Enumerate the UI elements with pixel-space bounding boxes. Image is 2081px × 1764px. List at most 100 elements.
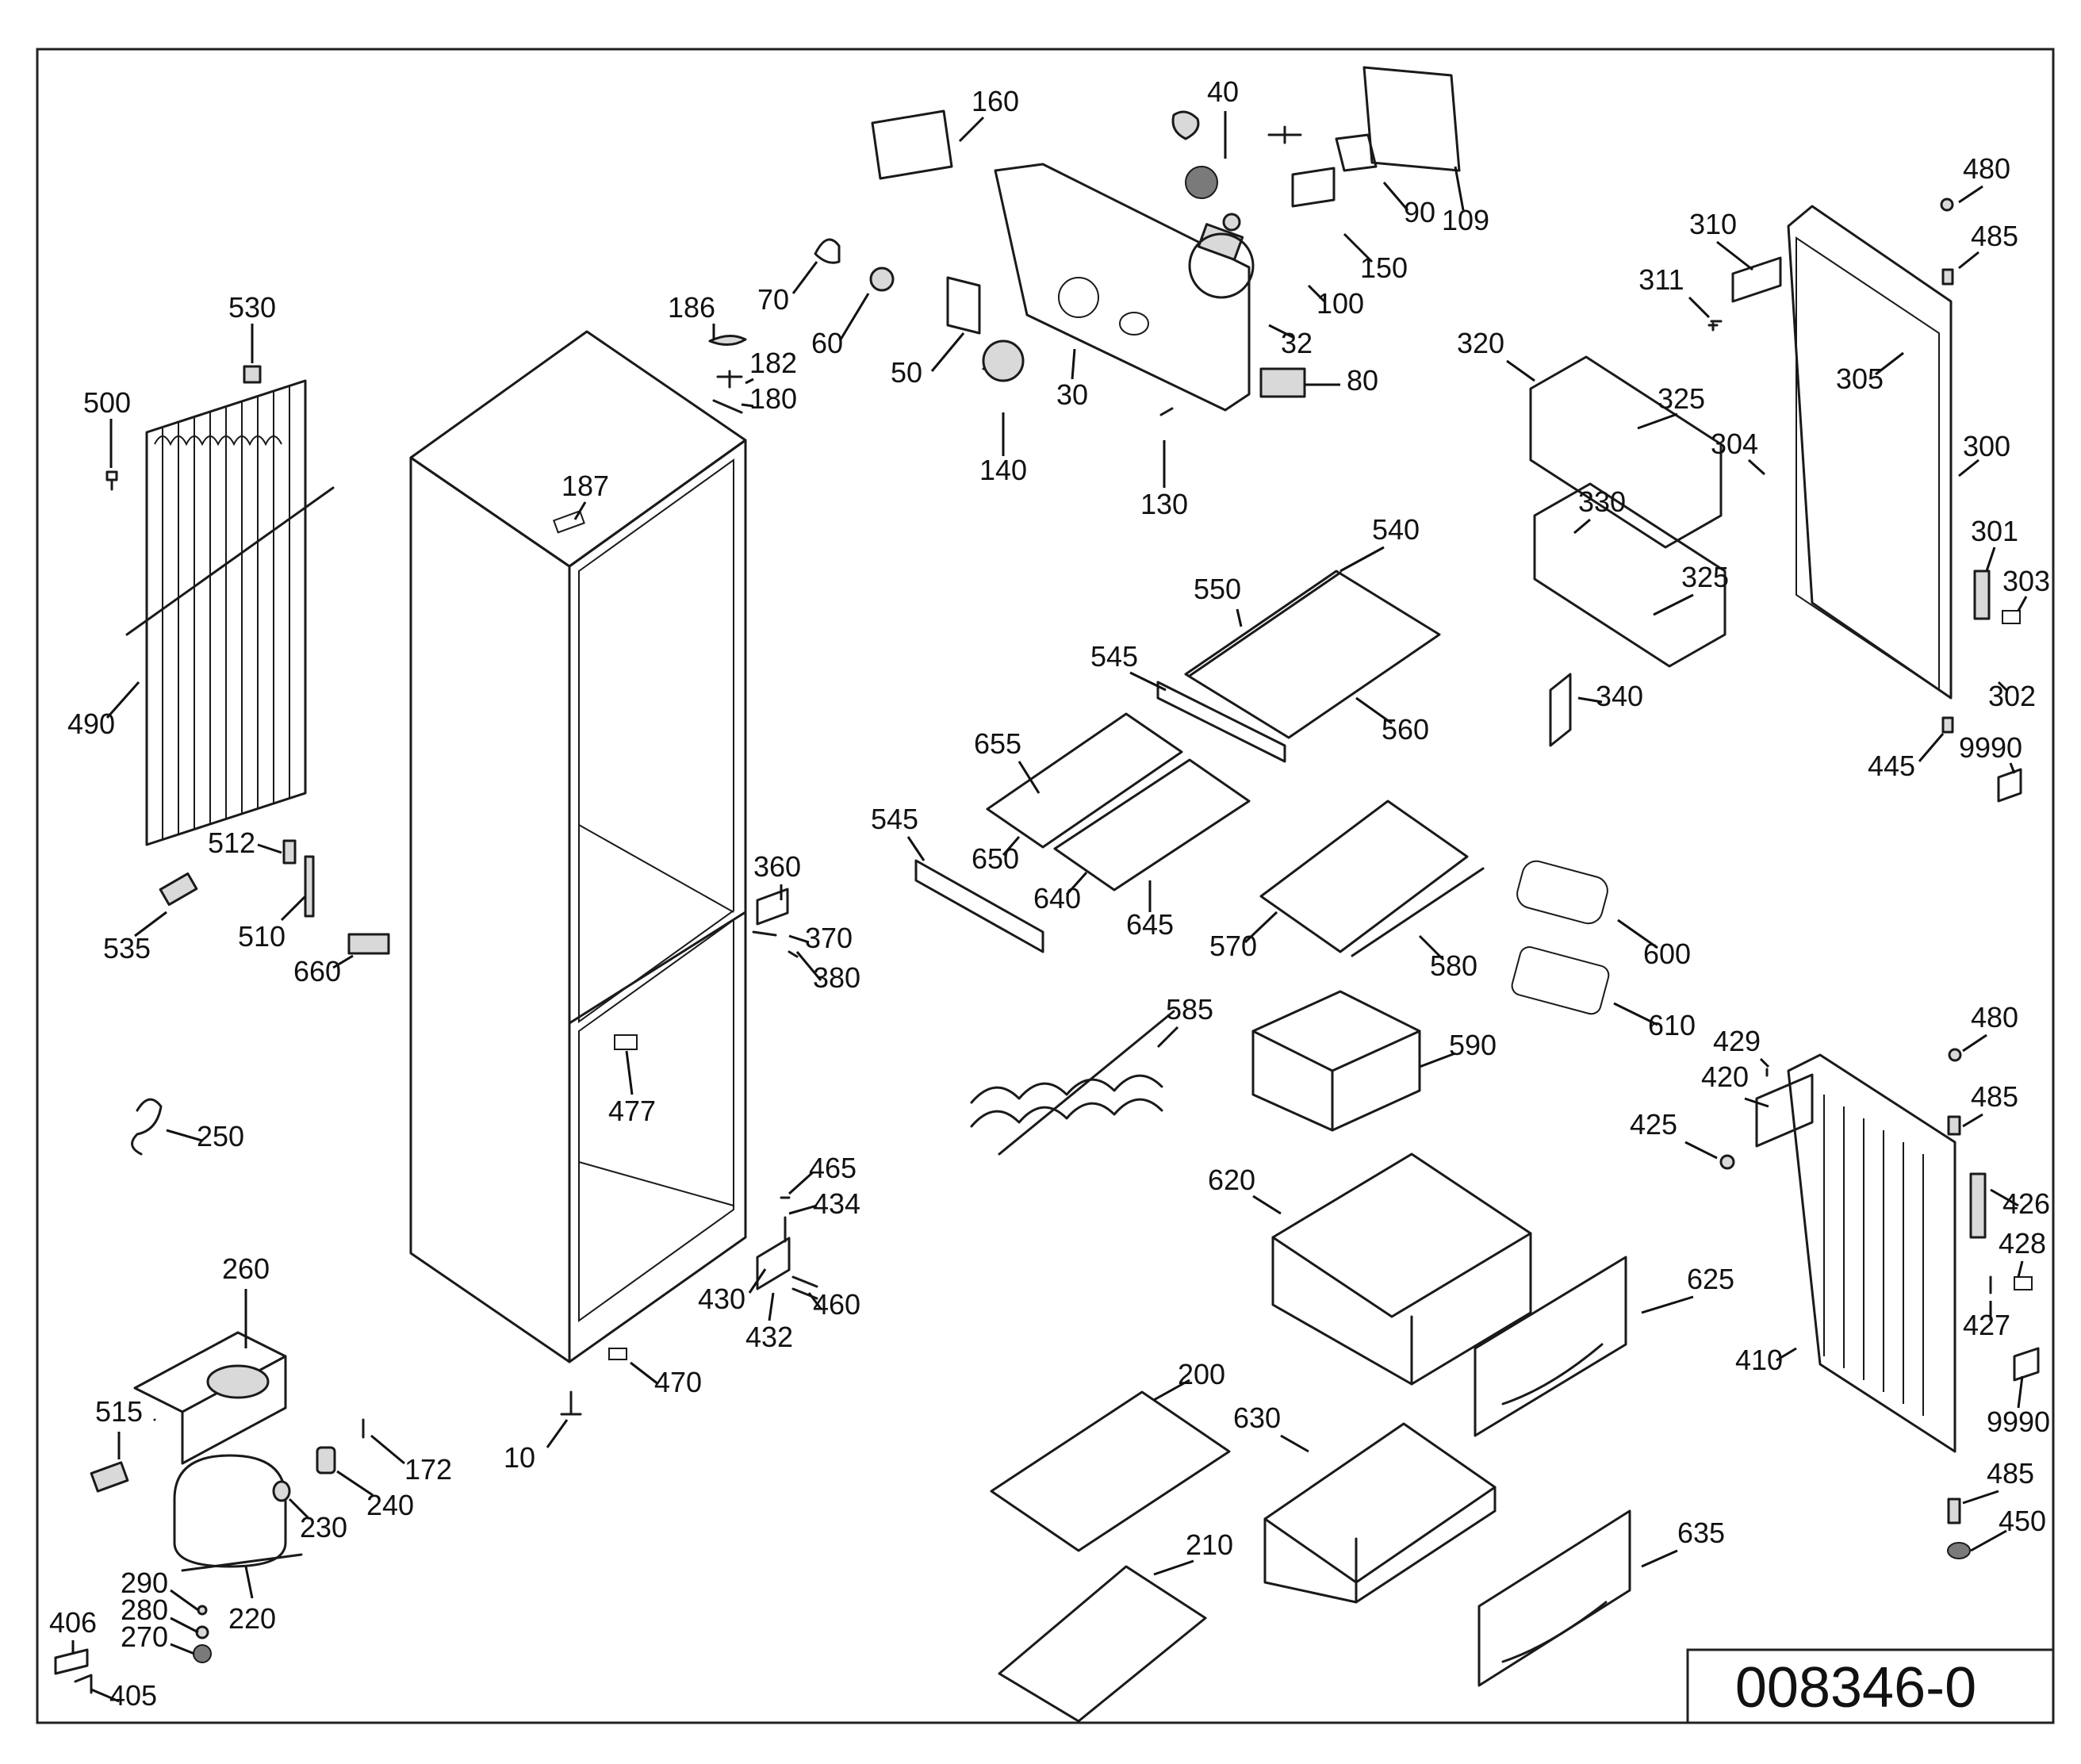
- leader-line: [630, 1361, 659, 1386]
- part-number-label: 630: [1233, 1402, 1281, 1434]
- leader-line: [625, 1050, 634, 1095]
- leader-line: [1577, 696, 1603, 704]
- part-number-label: 545: [871, 803, 918, 835]
- leader-line: [1958, 251, 1979, 270]
- leader-line: [244, 1566, 254, 1599]
- leader-line: [166, 1129, 203, 1142]
- part-number-label: 485: [1971, 1080, 2018, 1113]
- part-number-label: 470: [654, 1366, 702, 1398]
- part-number-label: 430: [698, 1283, 745, 1315]
- leader-line: [288, 1497, 311, 1520]
- part-number-label: 510: [238, 920, 286, 953]
- part-number-label: 30: [1056, 378, 1088, 411]
- leader-line: [1018, 761, 1040, 794]
- part-number-label: 325: [1681, 561, 1729, 593]
- part-number-label: 230: [300, 1511, 347, 1544]
- drawing-number: 008346-0: [1735, 1656, 1976, 1720]
- part-number-label: 428: [1999, 1227, 2046, 1260]
- part-number-label: 360: [753, 850, 801, 883]
- part-number-label: 172: [404, 1453, 452, 1486]
- part-number-label: 485: [1971, 220, 2018, 252]
- part-number-label: 620: [1208, 1164, 1255, 1196]
- leader-line: [134, 911, 167, 938]
- leader-line: [170, 1616, 199, 1634]
- part-number-label: 210: [1186, 1528, 1233, 1561]
- leader-line: [370, 1434, 405, 1465]
- leader-line: [839, 293, 870, 340]
- part-number-label: 580: [1430, 949, 1477, 982]
- part-number-label: 635: [1677, 1517, 1725, 1549]
- cabinet-small-parts: [553, 335, 818, 1416]
- part-number-label: 140: [979, 454, 1027, 486]
- condenser-small-parts: [105, 365, 390, 955]
- leader-line: [1153, 1559, 1194, 1576]
- part-number-label: 434: [813, 1187, 860, 1220]
- part-number-label: 60: [811, 327, 843, 359]
- leader-line: [1065, 872, 1088, 895]
- leader-line: [788, 1171, 814, 1195]
- part-callouts: 1030324050607080901001091301401501601721…: [49, 75, 2050, 1712]
- part-number-label: 480: [1963, 152, 2010, 185]
- leader-line: [1776, 1347, 1797, 1362]
- part-number-label: 310: [1689, 208, 1737, 240]
- leader-line: [1617, 918, 1658, 949]
- leader-line: [1688, 296, 1711, 319]
- part-number-label: 530: [228, 291, 276, 324]
- leader-line: [170, 1643, 195, 1655]
- drawing-number-box: 008346-0: [1686, 1648, 2055, 1724]
- leader-line: [1653, 593, 1694, 616]
- part-number-label: 477: [608, 1095, 656, 1127]
- part-number-label: 570: [1209, 930, 1257, 962]
- part-number-label: 280: [121, 1593, 168, 1626]
- part-number-label: 645: [1126, 908, 1174, 941]
- leader-line: [1970, 1529, 2007, 1552]
- leader-line: [1875, 351, 1904, 376]
- leader-line: [1252, 1195, 1282, 1215]
- part-number-label: 490: [67, 708, 115, 740]
- part-number-label: 182: [749, 347, 797, 379]
- leader-line: [1684, 1141, 1718, 1160]
- leader-line: [170, 1589, 199, 1612]
- leader-line: [1355, 696, 1393, 725]
- part-number-label: 340: [1596, 680, 1643, 712]
- drawing-border: [36, 48, 2055, 1724]
- leader-line: [280, 895, 307, 922]
- part-number-label: 270: [121, 1620, 168, 1653]
- leader-line: [1641, 1295, 1694, 1314]
- leader-line: [745, 378, 754, 385]
- part-number-label: 660: [293, 955, 341, 987]
- part-number-label: 515: [95, 1395, 143, 1428]
- leader-line: [741, 403, 754, 408]
- part-number-label: 303: [2002, 565, 2050, 597]
- leader-line: [1759, 1057, 1770, 1068]
- part-number-label: 450: [1999, 1505, 2046, 1537]
- leader-line: [573, 501, 587, 520]
- part-number-label: 240: [366, 1489, 414, 1521]
- part-number-label: 485: [1987, 1457, 2034, 1490]
- part-number-label: 160: [972, 85, 1019, 117]
- part-number-label: 655: [974, 727, 1021, 760]
- leader-line: [1343, 232, 1374, 263]
- part-number-label: 9990: [1987, 1405, 2050, 1438]
- leader-line: [2009, 762, 2016, 774]
- leader-line: [1236, 608, 1243, 627]
- condenser-drawing: [125, 379, 335, 846]
- part-number-label: 320: [1457, 327, 1504, 359]
- part-number-label: 420: [1701, 1060, 1749, 1093]
- leader-line: [1280, 1434, 1309, 1453]
- part-number-label: 427: [1963, 1309, 2010, 1341]
- part-number-label: 311: [1638, 263, 1684, 296]
- part-number-label: 80: [1347, 364, 1378, 397]
- leader-line: [1419, 1052, 1456, 1068]
- part-number-label: 550: [1194, 573, 1241, 605]
- part-number-label: 585: [1166, 993, 1213, 1026]
- leader-line: [958, 116, 985, 143]
- part-number-label: 640: [1033, 882, 1081, 915]
- leader-line: [336, 1470, 374, 1497]
- part-number-label: 405: [109, 1679, 157, 1712]
- part-number-label: 304: [1711, 428, 1758, 460]
- shelves-drawing: [914, 569, 1631, 1723]
- part-number-label: 560: [1382, 713, 1429, 746]
- part-number-label: 301: [1971, 515, 2018, 547]
